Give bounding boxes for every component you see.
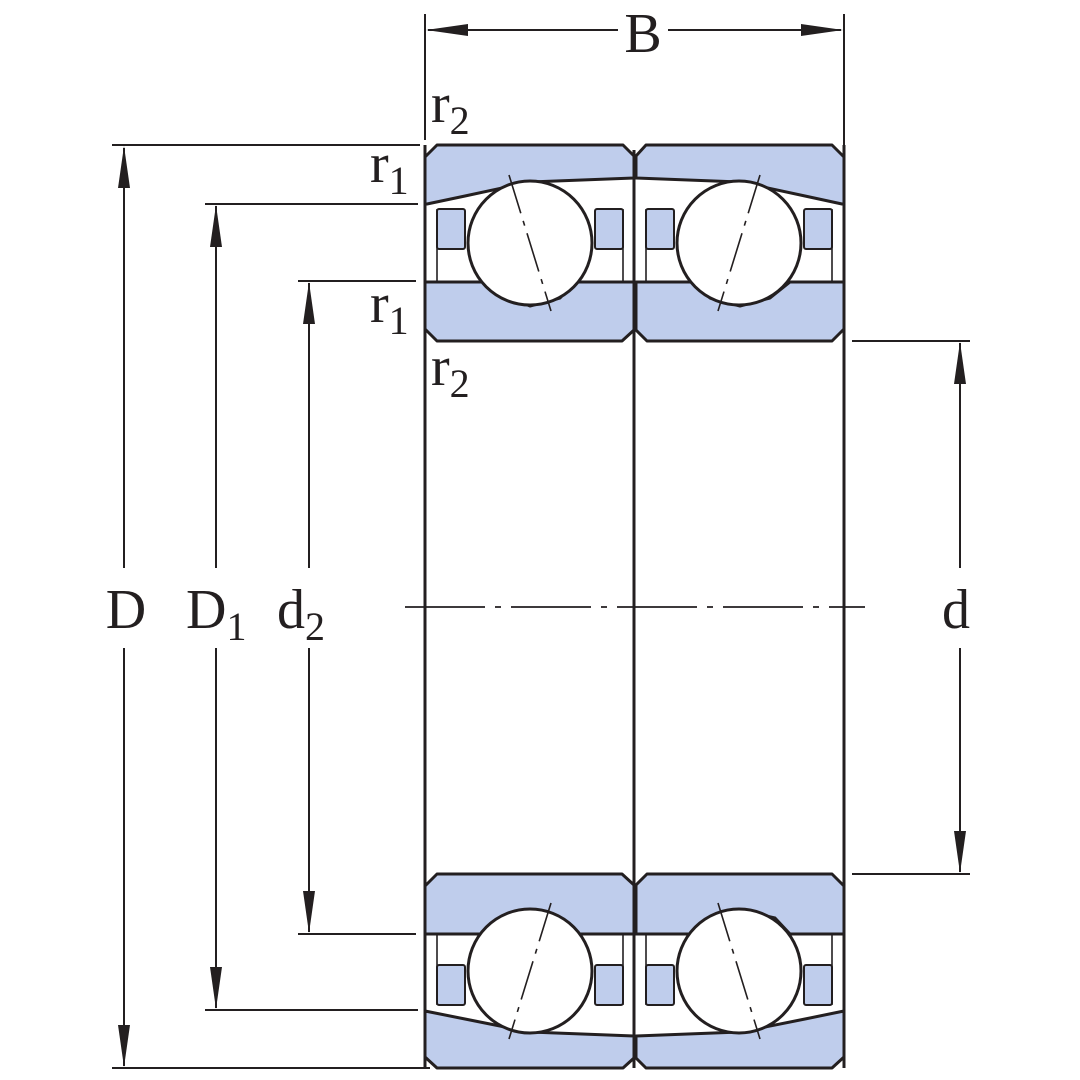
contact-line-bottom-right [717, 902, 761, 1040]
top-cross-section [423, 143, 846, 343]
dimension-d: d [852, 340, 970, 875]
dimension-D1: D1 [186, 203, 418, 1011]
chamfer-labels: r2 r1 r1 r2 [370, 73, 470, 406]
outer-ring-bottom-left [423, 1009, 636, 1070]
label-d2: d2 [277, 579, 325, 649]
cage-bottom-right-a [645, 964, 675, 1006]
dimension-B: B [424, 3, 845, 145]
cage-top-right-b [803, 208, 833, 250]
cage-top-left-b [594, 208, 624, 250]
label-r1-top: r1 [370, 133, 409, 203]
label-r2-top: r2 [431, 73, 470, 143]
outer-ring-top-right [634, 143, 846, 206]
bottom-cross-section [423, 872, 846, 1070]
cage-top-right-a [645, 208, 675, 250]
contact-line-top-right [717, 174, 761, 312]
label-B: B [624, 3, 661, 65]
cage-bottom-right-b [803, 964, 833, 1006]
cage-bottom-left-b [594, 964, 624, 1006]
contact-line-top-left [508, 174, 552, 312]
label-D: D [106, 579, 146, 641]
label-r2-bottom: r2 [431, 336, 470, 406]
label-r1-bottom: r1 [370, 273, 409, 343]
dimension-d2: d2 [277, 280, 416, 935]
contact-line-bottom-left [508, 902, 552, 1040]
label-D1: D1 [186, 579, 246, 649]
cage-top-left-a [436, 208, 466, 250]
label-d: d [942, 579, 970, 641]
cage-bottom-left-a [436, 964, 466, 1006]
dimension-D: D [106, 144, 430, 1069]
